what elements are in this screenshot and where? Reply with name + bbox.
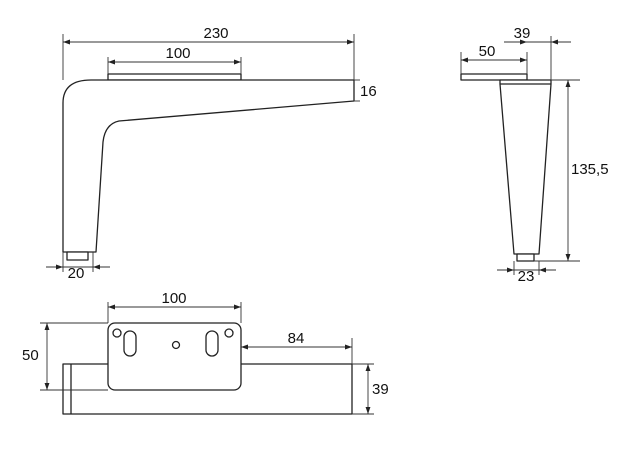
dim-label-20: 20 bbox=[68, 265, 85, 282]
front-view-mounting-plate bbox=[460, 73, 528, 81]
dim-label-50-top: 50 bbox=[22, 347, 39, 364]
front-view: 50 39 135,5 23 bbox=[460, 25, 609, 285]
dim-label-100-side: 100 bbox=[165, 45, 190, 62]
plate-slot-right bbox=[205, 330, 219, 357]
dim-label-100-top: 100 bbox=[161, 290, 186, 307]
dim-label-39-front: 39 bbox=[514, 25, 531, 42]
plate-hole-small-left bbox=[112, 328, 122, 338]
front-view-foot bbox=[516, 253, 535, 262]
plate-slot-left bbox=[123, 330, 137, 357]
dim-label-84: 84 bbox=[288, 330, 305, 347]
front-view-leg-body bbox=[499, 79, 552, 255]
dim-label-23: 23 bbox=[518, 268, 535, 285]
dim-label-230: 230 bbox=[203, 25, 228, 42]
side-view-foot bbox=[66, 251, 89, 261]
dim-label-39-top: 39 bbox=[372, 381, 389, 398]
dim-label-135-5: 135,5 bbox=[571, 161, 609, 178]
plate-hole-small-right bbox=[224, 328, 234, 338]
dim-label-16: 16 bbox=[360, 83, 377, 100]
plate-hole-center bbox=[171, 340, 181, 350]
dim-label-50-front: 50 bbox=[479, 43, 496, 60]
side-view-leg-body bbox=[62, 79, 355, 253]
side-view-mounting-plate bbox=[107, 73, 242, 81]
top-view: 100 84 50 39 bbox=[22, 290, 389, 415]
side-view: 230 100 16 20 bbox=[46, 25, 377, 282]
top-view-mounting-plate bbox=[107, 322, 242, 391]
